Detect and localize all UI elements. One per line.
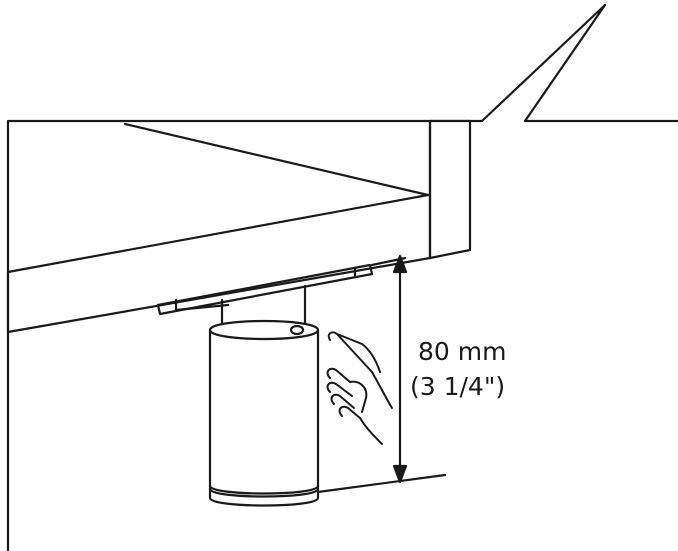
dimension-arrow-bottom	[392, 464, 408, 484]
foot-cylinder-top-rim	[208, 328, 320, 341]
dimension-label-metric: 80 mm	[418, 337, 506, 366]
cabinet-top-edge	[123, 122, 430, 197]
base-plate	[156, 263, 374, 316]
cabinet-bottom-edge	[6, 256, 432, 334]
lid-panel	[480, 3, 607, 123]
cabinet-side-panel	[428, 119, 472, 260]
floor-contact-line	[316, 473, 447, 494]
dimension-arrow-top	[392, 254, 408, 274]
hand-icon	[326, 331, 393, 445]
foot-cylinder	[208, 319, 320, 495]
cabinet-top-front-edge	[6, 193, 430, 274]
foot-screw	[289, 324, 305, 336]
dimension-label-imperial: (3 1/4")	[410, 372, 505, 401]
base-plate-tab-left	[174, 298, 230, 312]
wall-outline	[6, 119, 432, 551]
foot-cylinder-bottom-band	[208, 484, 320, 507]
foot-base-ring	[208, 487, 320, 498]
